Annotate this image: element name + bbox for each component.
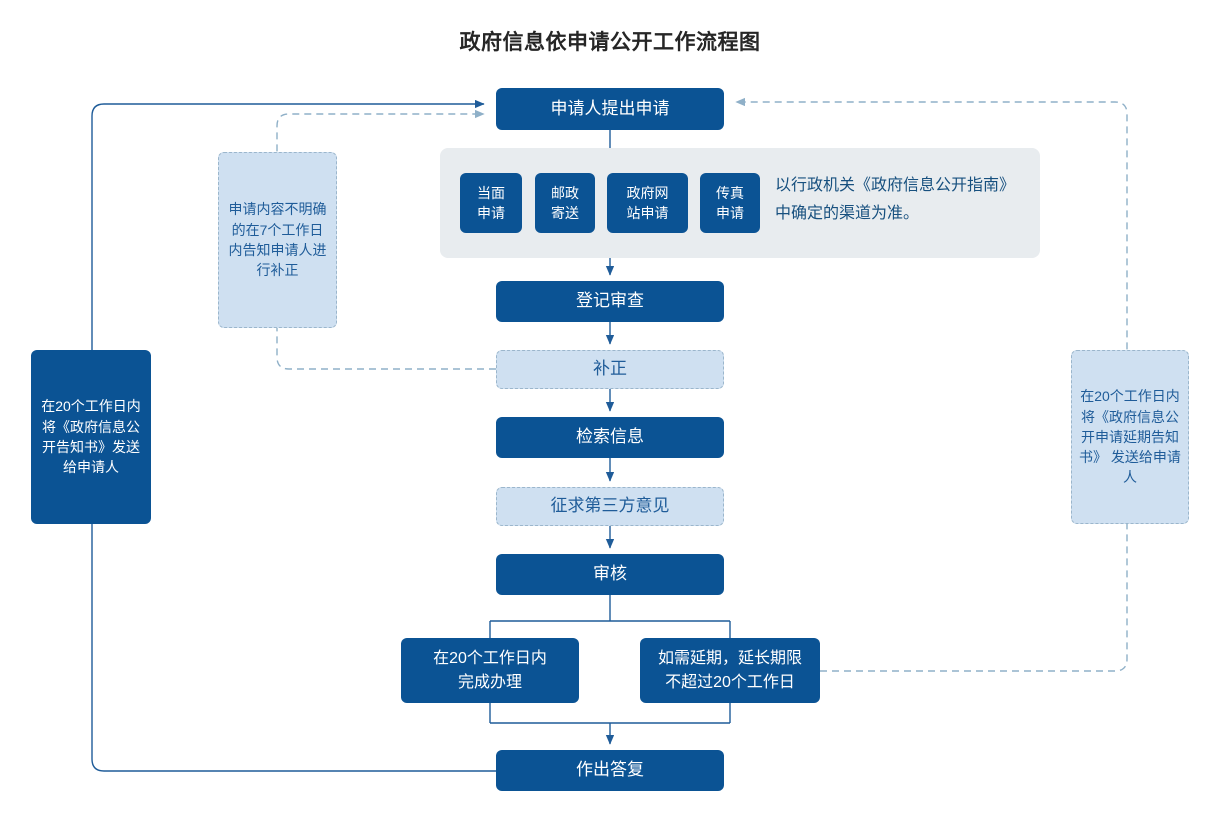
node-government-website-label: 政府网 站申请 xyxy=(626,184,669,221)
node-retrieve-information-label: 检索信息 xyxy=(576,427,644,447)
note-correction-7-days-label: 申请内容不明确的在7个工作日内告知申请人进行补正 xyxy=(228,201,327,279)
node-retrieve-information[interactable]: 检索信息 xyxy=(496,417,724,458)
node-registration-review[interactable]: 登记审查 xyxy=(496,281,724,322)
node-complete-within-20-days[interactable]: 在20个工作日内 完成办理 xyxy=(401,638,579,703)
node-postal-mail-label: 邮政 寄送 xyxy=(551,184,579,221)
node-correction[interactable]: 补正 xyxy=(496,350,724,389)
node-fax-application-label: 传真 申请 xyxy=(716,184,744,221)
page-title: 政府信息依申请公开工作流程图 xyxy=(459,31,761,54)
node-extension[interactable]: 如需延期，延长期限 不超过20个工作日 xyxy=(640,638,820,703)
node-registration-review-label: 登记审查 xyxy=(576,291,644,311)
node-government-website[interactable]: 政府网 站申请 xyxy=(607,173,688,233)
note-correction-7-days[interactable]: 申请内容不明确的在7个工作日内告知申请人进行补正 xyxy=(218,152,337,328)
note-disclosure-notice-20-days[interactable]: 在20个工作日内将《政府信息公开告知书》发送给申请人 xyxy=(31,350,151,524)
node-in-person-application-label: 当面 申请 xyxy=(477,184,505,221)
node-third-party-opinion[interactable]: 征求第三方意见 xyxy=(496,487,724,526)
node-in-person-application[interactable]: 当面 申请 xyxy=(460,173,522,233)
node-audit-label: 审核 xyxy=(593,564,627,584)
channel-band-note: 以行政机关《政府信息公开指南》 中确定的渠道为准。 xyxy=(775,177,1016,222)
node-correction-label: 补正 xyxy=(593,359,627,379)
note-extension-notice-20-days-label: 在20个工作日内将《政府信息公开申请延期告知书》 发送给申请人 xyxy=(1079,388,1181,486)
node-complete-within-20-days-label: 在20个工作日内 完成办理 xyxy=(433,650,547,691)
node-make-reply-label: 作出答复 xyxy=(576,760,644,780)
note-extension-notice-20-days[interactable]: 在20个工作日内将《政府信息公开申请延期告知书》 发送给申请人 xyxy=(1071,350,1189,524)
note-disclosure-notice-20-days-label: 在20个工作日内将《政府信息公开告知书》发送给申请人 xyxy=(41,398,141,476)
node-fax-application[interactable]: 传真 申请 xyxy=(700,173,760,233)
node-audit[interactable]: 审核 xyxy=(496,554,724,595)
node-make-reply[interactable]: 作出答复 xyxy=(496,750,724,791)
node-third-party-opinion-label: 征求第三方意见 xyxy=(550,496,670,516)
node-apply-label: 申请人提出申请 xyxy=(550,98,670,118)
node-apply[interactable]: 申请人提出申请 xyxy=(496,88,724,130)
node-extension-label: 如需延期，延长期限 不超过20个工作日 xyxy=(657,650,802,691)
node-postal-mail[interactable]: 邮政 寄送 xyxy=(535,173,595,233)
